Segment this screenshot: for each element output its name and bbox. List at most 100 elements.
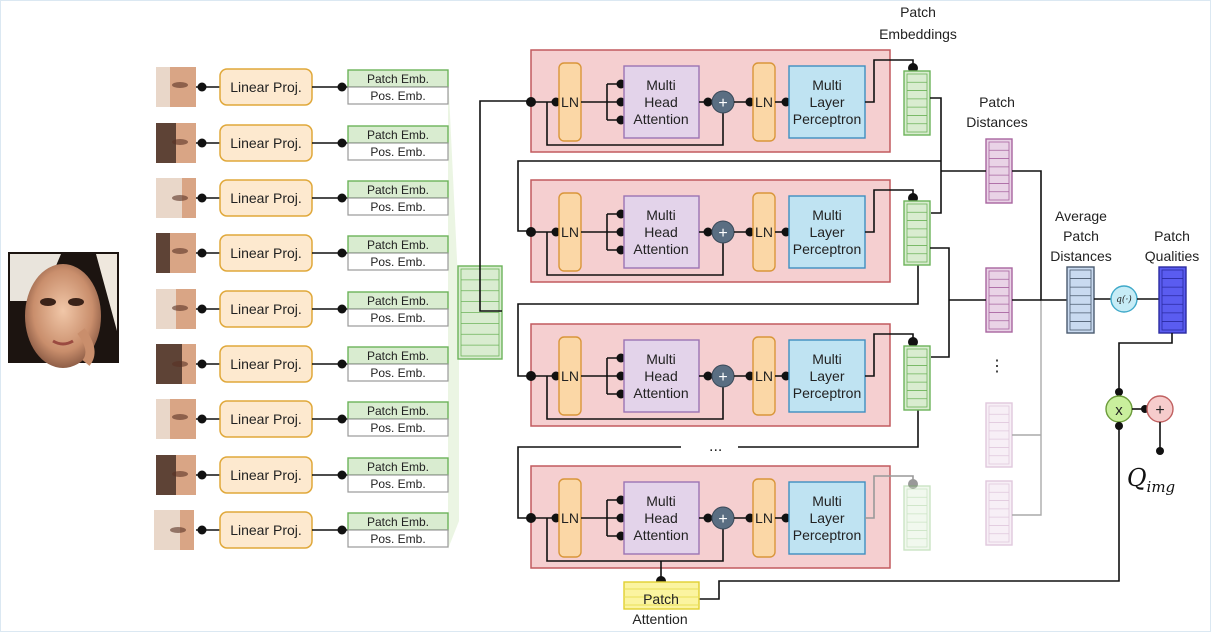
patch-distance-col-4-inner (988, 483, 1010, 543)
patch-quality-col-inner (1161, 269, 1184, 331)
patch-row-9: Linear Proj.Patch Emb.Pos. Emb. (154, 510, 449, 550)
proj-dot (337, 82, 347, 92)
pos-emb-box (347, 252, 449, 271)
patch-emb-label: Patch Emb. (367, 128, 429, 142)
add-input-dot (703, 513, 713, 523)
average-distance-column (1066, 266, 1095, 334)
token-to-block-line (479, 100, 531, 312)
patch-distance-col-3-frame (985, 402, 1013, 468)
face-patch-feature (172, 248, 188, 254)
mha-label: Head (644, 224, 677, 240)
patch-dot (197, 470, 207, 480)
patch-emb-label: Patch Emb. (367, 72, 429, 86)
pos-emb-box (347, 418, 449, 437)
qkv-dot (616, 245, 626, 255)
input-face-image (8, 252, 119, 368)
patch-embedding-col-1-inner (906, 73, 928, 133)
qkv-dot (616, 79, 626, 89)
patch-qualities-label-1: Patch (1154, 228, 1190, 244)
ln-input-dot (551, 227, 561, 237)
pos-emb-box (347, 308, 449, 327)
patch-dot (197, 359, 207, 369)
patch-emb-label: Patch Emb. (367, 460, 429, 474)
face-patch-detail (156, 233, 170, 273)
mlp-label: Multi (812, 207, 842, 223)
layer-norm-1-label: LN (561, 94, 579, 110)
mha-label: Multi (646, 77, 676, 93)
mlp-label: Multi (812, 493, 842, 509)
transformer-block-3: LNMultiHeadAttention+LNMultiLayerPercept… (526, 323, 918, 427)
residual-line (546, 232, 724, 276)
patch-emb-label: Patch Emb. (367, 515, 429, 529)
face-patch-feature (172, 195, 188, 201)
distance-to-average-lines (1012, 170, 1067, 301)
patch-distance-columns (985, 138, 1013, 546)
pos-emb-box (347, 363, 449, 382)
linear-proj-label: Linear Proj. (230, 135, 302, 151)
proj-dot (337, 470, 347, 480)
ln2-input-dot (745, 371, 755, 381)
patch-dot (197, 193, 207, 203)
patch-row-8: Linear Proj.Patch Emb.Pos. Emb. (156, 455, 449, 495)
qkv-dot (616, 97, 626, 107)
linear-proj-label: Linear Proj. (230, 356, 302, 372)
add-input-dot (703, 97, 713, 107)
pos-emb-label: Pos. Emb. (370, 477, 425, 491)
mha-label: Head (644, 510, 677, 526)
mult-input-dot (1115, 388, 1123, 396)
residual-line (546, 102, 724, 146)
patch-emb-label: Patch Emb. (367, 349, 429, 363)
pos-emb-label: Pos. Emb. (370, 421, 425, 435)
patch-quality-col (1158, 266, 1187, 334)
patch-embedding-col-3 (903, 345, 931, 411)
residual-add-symbol: + (718, 511, 727, 528)
patch-row-1: Linear Proj.Patch Emb.Pos. Emb. (156, 67, 449, 107)
mha-label: Multi (646, 207, 676, 223)
patch-row-7: Linear Proj.Patch Emb.Pos. Emb. (156, 399, 449, 439)
mlp-input-dot (781, 371, 791, 381)
patch-embedding-col-2-inner (906, 203, 928, 263)
transformer-blocks: LNMultiHeadAttention+LNMultiLayerPercept… (526, 49, 918, 569)
ln-input-dot (551, 371, 561, 381)
patch-quality-col-frame (1158, 266, 1187, 334)
proj-dot (337, 414, 347, 424)
mlp-box (788, 65, 866, 139)
face-patch-feature (172, 305, 188, 311)
mha-label: Head (644, 368, 677, 384)
mlp-label: Perceptron (793, 241, 861, 257)
transformer-block-2: LNMultiHeadAttention+LNMultiLayerPercept… (526, 179, 918, 283)
mlp-label: Layer (809, 510, 844, 526)
pos-emb-label: Pos. Emb. (370, 89, 425, 103)
linear-proj-label: Linear Proj. (230, 522, 302, 538)
face-patch-feature (172, 82, 188, 88)
residual-add-symbol: + (718, 95, 727, 112)
patch-distance-col-1-frame (985, 138, 1013, 204)
patch-dot (197, 525, 207, 535)
face-patch-feature (170, 527, 186, 533)
layer-norm-2-label: LN (755, 368, 773, 384)
distances-ellipsis: ⋮ (989, 358, 1005, 375)
pos-emb-label: Pos. Emb. (370, 200, 425, 214)
mlp-label: Layer (809, 94, 844, 110)
output-dot (1156, 447, 1164, 455)
face-patch-detail (156, 67, 170, 107)
patch-dot (197, 304, 207, 314)
patch-embedding-col-3-inner (906, 348, 928, 408)
linear-proj-label: Linear Proj. (230, 301, 302, 317)
blocks-ellipsis: ... (709, 438, 722, 455)
mha-label: Attention (633, 241, 688, 257)
ln2-input-dot (745, 513, 755, 523)
patch-distance-col-4-frame (985, 480, 1013, 546)
q-img-output-label: Qimg (1127, 464, 1175, 496)
add-input-dot (703, 371, 713, 381)
linear-proj-label: Linear Proj. (230, 190, 302, 206)
pos-emb-label: Pos. Emb. (370, 311, 425, 325)
multiply-symbol: x (1115, 402, 1123, 419)
residual-line (546, 518, 724, 562)
layer-norm-2-label: LN (755, 224, 773, 240)
mha-label: Multi (646, 493, 676, 509)
patch-embeddings-label-1: Patch (900, 4, 936, 20)
patch-embedding-col-3-frame (903, 345, 931, 411)
patch-embeddings-label-2: Embeddings (879, 26, 957, 42)
block-input-dot (526, 97, 536, 107)
